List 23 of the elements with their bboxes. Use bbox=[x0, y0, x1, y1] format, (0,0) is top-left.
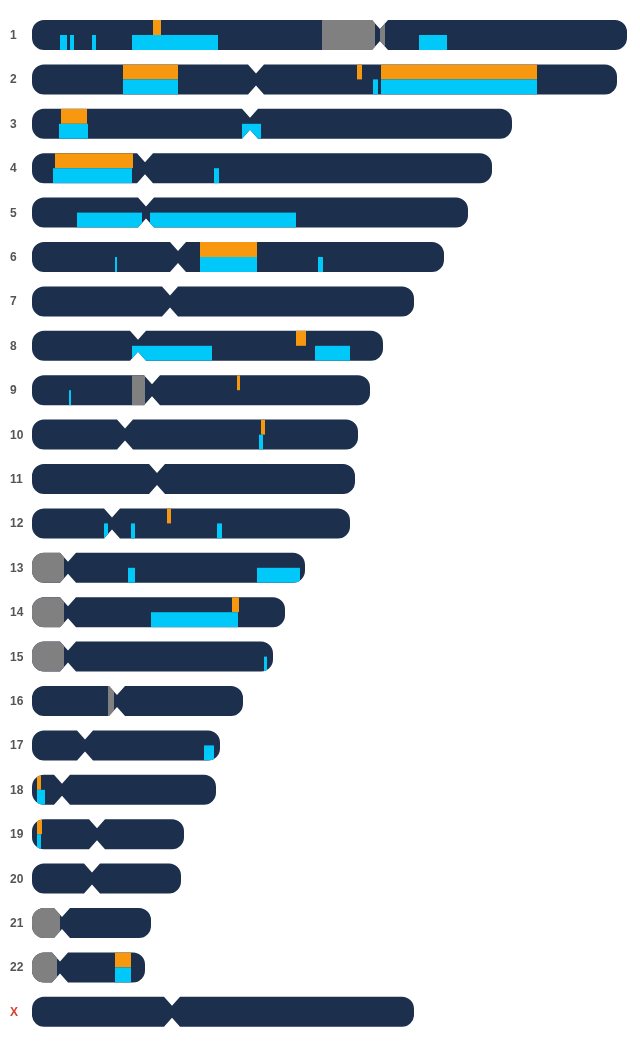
chromosome-number: 22 bbox=[10, 960, 25, 975]
chromosome-number: 16 bbox=[10, 694, 25, 708]
chromosome-number: 10 bbox=[10, 427, 25, 442]
chromosome-number: 3 bbox=[10, 116, 18, 131]
chromosome-number: 4 bbox=[10, 161, 18, 176]
chromosome-number: 19 bbox=[10, 827, 25, 842]
chromosome-number: 7 bbox=[10, 294, 18, 309]
chromosome-number: 15 bbox=[10, 649, 25, 664]
chromosome-number: 1 bbox=[10, 28, 18, 42]
chromosome-number: 14 bbox=[10, 605, 25, 620]
chromosome-number: 6 bbox=[10, 250, 18, 264]
chromosome-number: 20 bbox=[10, 871, 25, 886]
chromosome-number: 8 bbox=[10, 338, 18, 353]
chromosome-number: 11 bbox=[10, 472, 24, 486]
chromosome-number: 12 bbox=[10, 516, 25, 531]
chromosome-number: 21 bbox=[10, 916, 25, 930]
chromosome-number: 9 bbox=[10, 383, 18, 398]
chromosome-number: 2 bbox=[10, 72, 18, 87]
chromosome-number: 17 bbox=[10, 738, 25, 753]
chromosome-number: X bbox=[10, 1004, 19, 1019]
chromosome-number: 18 bbox=[10, 782, 25, 797]
chromosome-number: 13 bbox=[10, 560, 25, 575]
chromosome-number: 5 bbox=[10, 205, 18, 220]
